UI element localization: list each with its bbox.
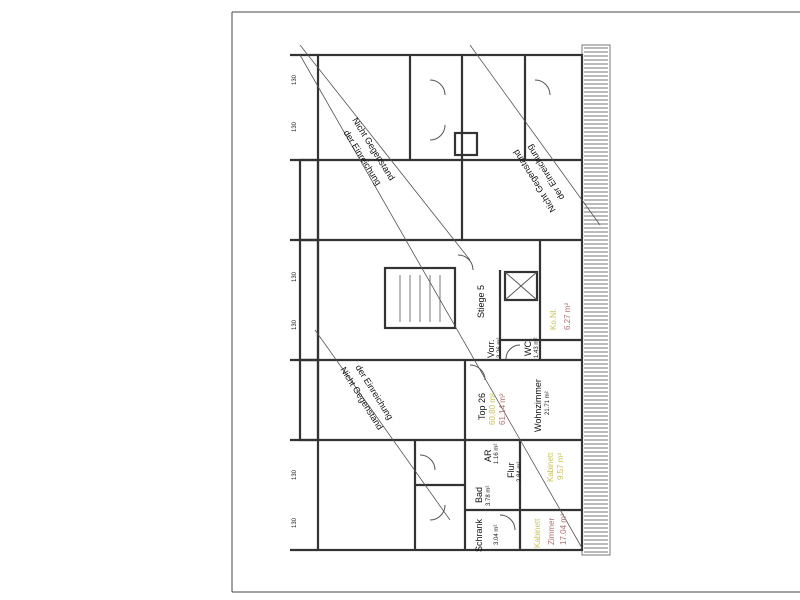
stair-core <box>383 131 539 330</box>
svg-text:2.84 m²: 2.84 m² <box>517 462 523 482</box>
svg-text:Kabinett: Kabinett <box>533 518 542 548</box>
unit-label: Top 26 <box>477 393 487 420</box>
exclusion-note-1: Nicht Gegenstand der Einreichung <box>342 116 397 187</box>
svg-text:9.57 m²: 9.57 m² <box>556 453 565 480</box>
room-bad: Bad 3.78 m² <box>474 486 492 506</box>
exclusion-note-2: Nicht Gegenstand der Einreichung <box>511 143 566 214</box>
room-ar: AR 1.16 m² <box>483 444 500 464</box>
dimension-labels: 130 130 130 130 130 130 <box>292 74 298 528</box>
svg-text:Vorr.: Vorr. <box>486 339 496 358</box>
balcony-hatching <box>581 44 611 556</box>
svg-text:130: 130 <box>292 517 298 528</box>
room-vorr: Vorr. 3.26 m² <box>486 338 503 358</box>
room-flur: Flur 2.84 m² <box>506 462 523 482</box>
exclusion-note-3: der Einreichung Nicht Gegenstand <box>338 363 395 432</box>
svg-text:3.26 m²: 3.26 m² <box>497 338 503 358</box>
svg-text:17.04 m²: 17.04 m² <box>559 513 568 545</box>
room-kochnische: Ko.Nl. 6.27 m² <box>549 303 572 330</box>
svg-text:Ko.Nl.: Ko.Nl. <box>549 308 558 330</box>
svg-text:AR: AR <box>483 449 493 462</box>
unit-area-2: 61,14 m² <box>498 393 507 425</box>
building-walls <box>290 53 584 552</box>
svg-text:130: 130 <box>292 74 298 85</box>
svg-text:130: 130 <box>292 319 298 330</box>
svg-text:1.43 m²: 1.43 m² <box>534 338 540 358</box>
door-swings <box>419 79 551 531</box>
exclusion-diagonals <box>299 44 601 549</box>
svg-text:WC: WC <box>523 341 533 356</box>
svg-text:21.71 m²: 21.71 m² <box>545 391 551 415</box>
svg-text:3.78 m²: 3.78 m² <box>486 486 492 506</box>
svg-text:130: 130 <box>292 271 298 282</box>
svg-text:6.27 m²: 6.27 m² <box>563 303 572 330</box>
stair-label: Stiege 5 <box>476 285 486 318</box>
svg-text:Schrank: Schrank <box>474 518 484 552</box>
svg-text:1.16 m²: 1.16 m² <box>494 444 500 464</box>
room-kabinett: Kabinett 9.57 m² <box>546 452 565 482</box>
svg-text:Wohnzimmer: Wohnzimmer <box>533 379 543 432</box>
room-schrank: Schrank 3.04 m² <box>474 518 500 552</box>
room-zimmer: Kabinett Zimmer 17.04 m² <box>533 513 568 548</box>
svg-text:3.04 m²: 3.04 m² <box>494 525 500 545</box>
svg-text:Zimmer: Zimmer <box>547 518 556 545</box>
unit-area-1: 60,80 m² <box>488 393 497 425</box>
svg-text:130: 130 <box>292 469 298 480</box>
svg-text:Bad: Bad <box>474 487 484 503</box>
svg-text:Flur: Flur <box>506 462 516 478</box>
room-wohnzimmer: Wohnzimmer 21.71 m² <box>533 379 551 432</box>
room-wc: WC 1.43 m² <box>523 338 540 358</box>
svg-text:130: 130 <box>292 121 298 132</box>
svg-text:Kabinett: Kabinett <box>546 452 555 482</box>
